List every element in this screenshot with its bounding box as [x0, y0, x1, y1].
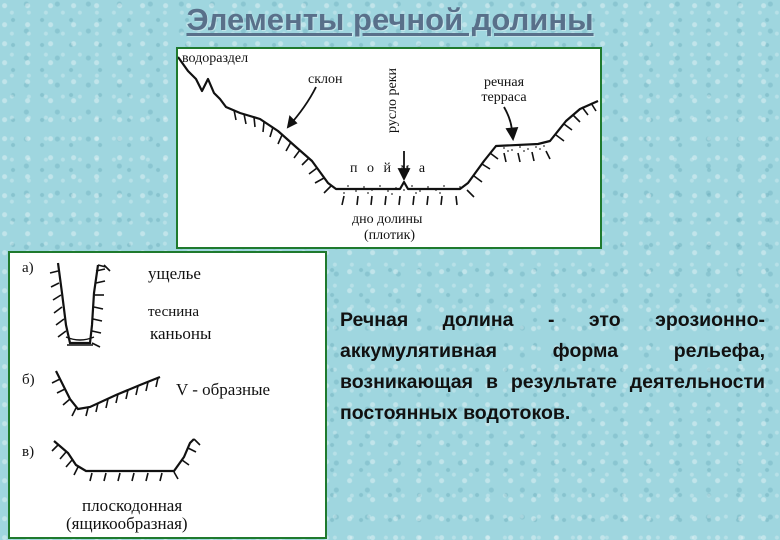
flat-bottom-profile [53, 438, 195, 473]
label-riverbed: русло реки [385, 67, 400, 133]
marker-b: б) [22, 372, 35, 388]
label-v-shaped: V - образные [176, 380, 271, 399]
valley-cross-section-panel: водораздел склон русло реки речная терра… [176, 47, 602, 249]
valley-profile-drawing [178, 56, 599, 206]
river-valley-definition: Речная долина - это эрозионно-аккумуляти… [340, 309, 765, 424]
pointer-arrows [286, 86, 519, 182]
label-canyons: каньоны [150, 324, 212, 343]
label-box-shaped: (ящикообразная) [66, 514, 188, 533]
valley-types-panel: а) ущелье теснина каньоны б) V - образны… [8, 251, 327, 539]
label-flat-bottom: плоскодонная [82, 496, 183, 515]
v-shaped-profile [55, 370, 161, 411]
terrace-deposit [496, 141, 550, 153]
label-watershed: водораздел [182, 51, 249, 66]
label-ravine: теснина [148, 304, 199, 320]
label-floodplain: п о й м а [350, 161, 429, 176]
valley-types-drawing [49, 262, 201, 482]
valley-profile-line [178, 56, 599, 191]
label-terrace: речная терраса [481, 75, 527, 105]
label-valley-floor-bedrock: (плотик) [364, 228, 416, 243]
marker-c: в) [22, 444, 35, 460]
flat-bottom-hatching [51, 438, 201, 482]
marker-a: а) [22, 260, 34, 276]
label-gorge: ущелье [148, 264, 201, 283]
terrace-dots [503, 145, 545, 152]
label-slope: склон [308, 72, 343, 87]
slide-title: Элементы речной долины [186, 2, 594, 37]
label-valley-floor: дно долины [352, 212, 423, 227]
gorge-profile [56, 262, 100, 346]
gorge-hatching [49, 264, 111, 348]
bedrock-hatching [233, 102, 597, 206]
v-shaped-hatching [51, 377, 159, 417]
